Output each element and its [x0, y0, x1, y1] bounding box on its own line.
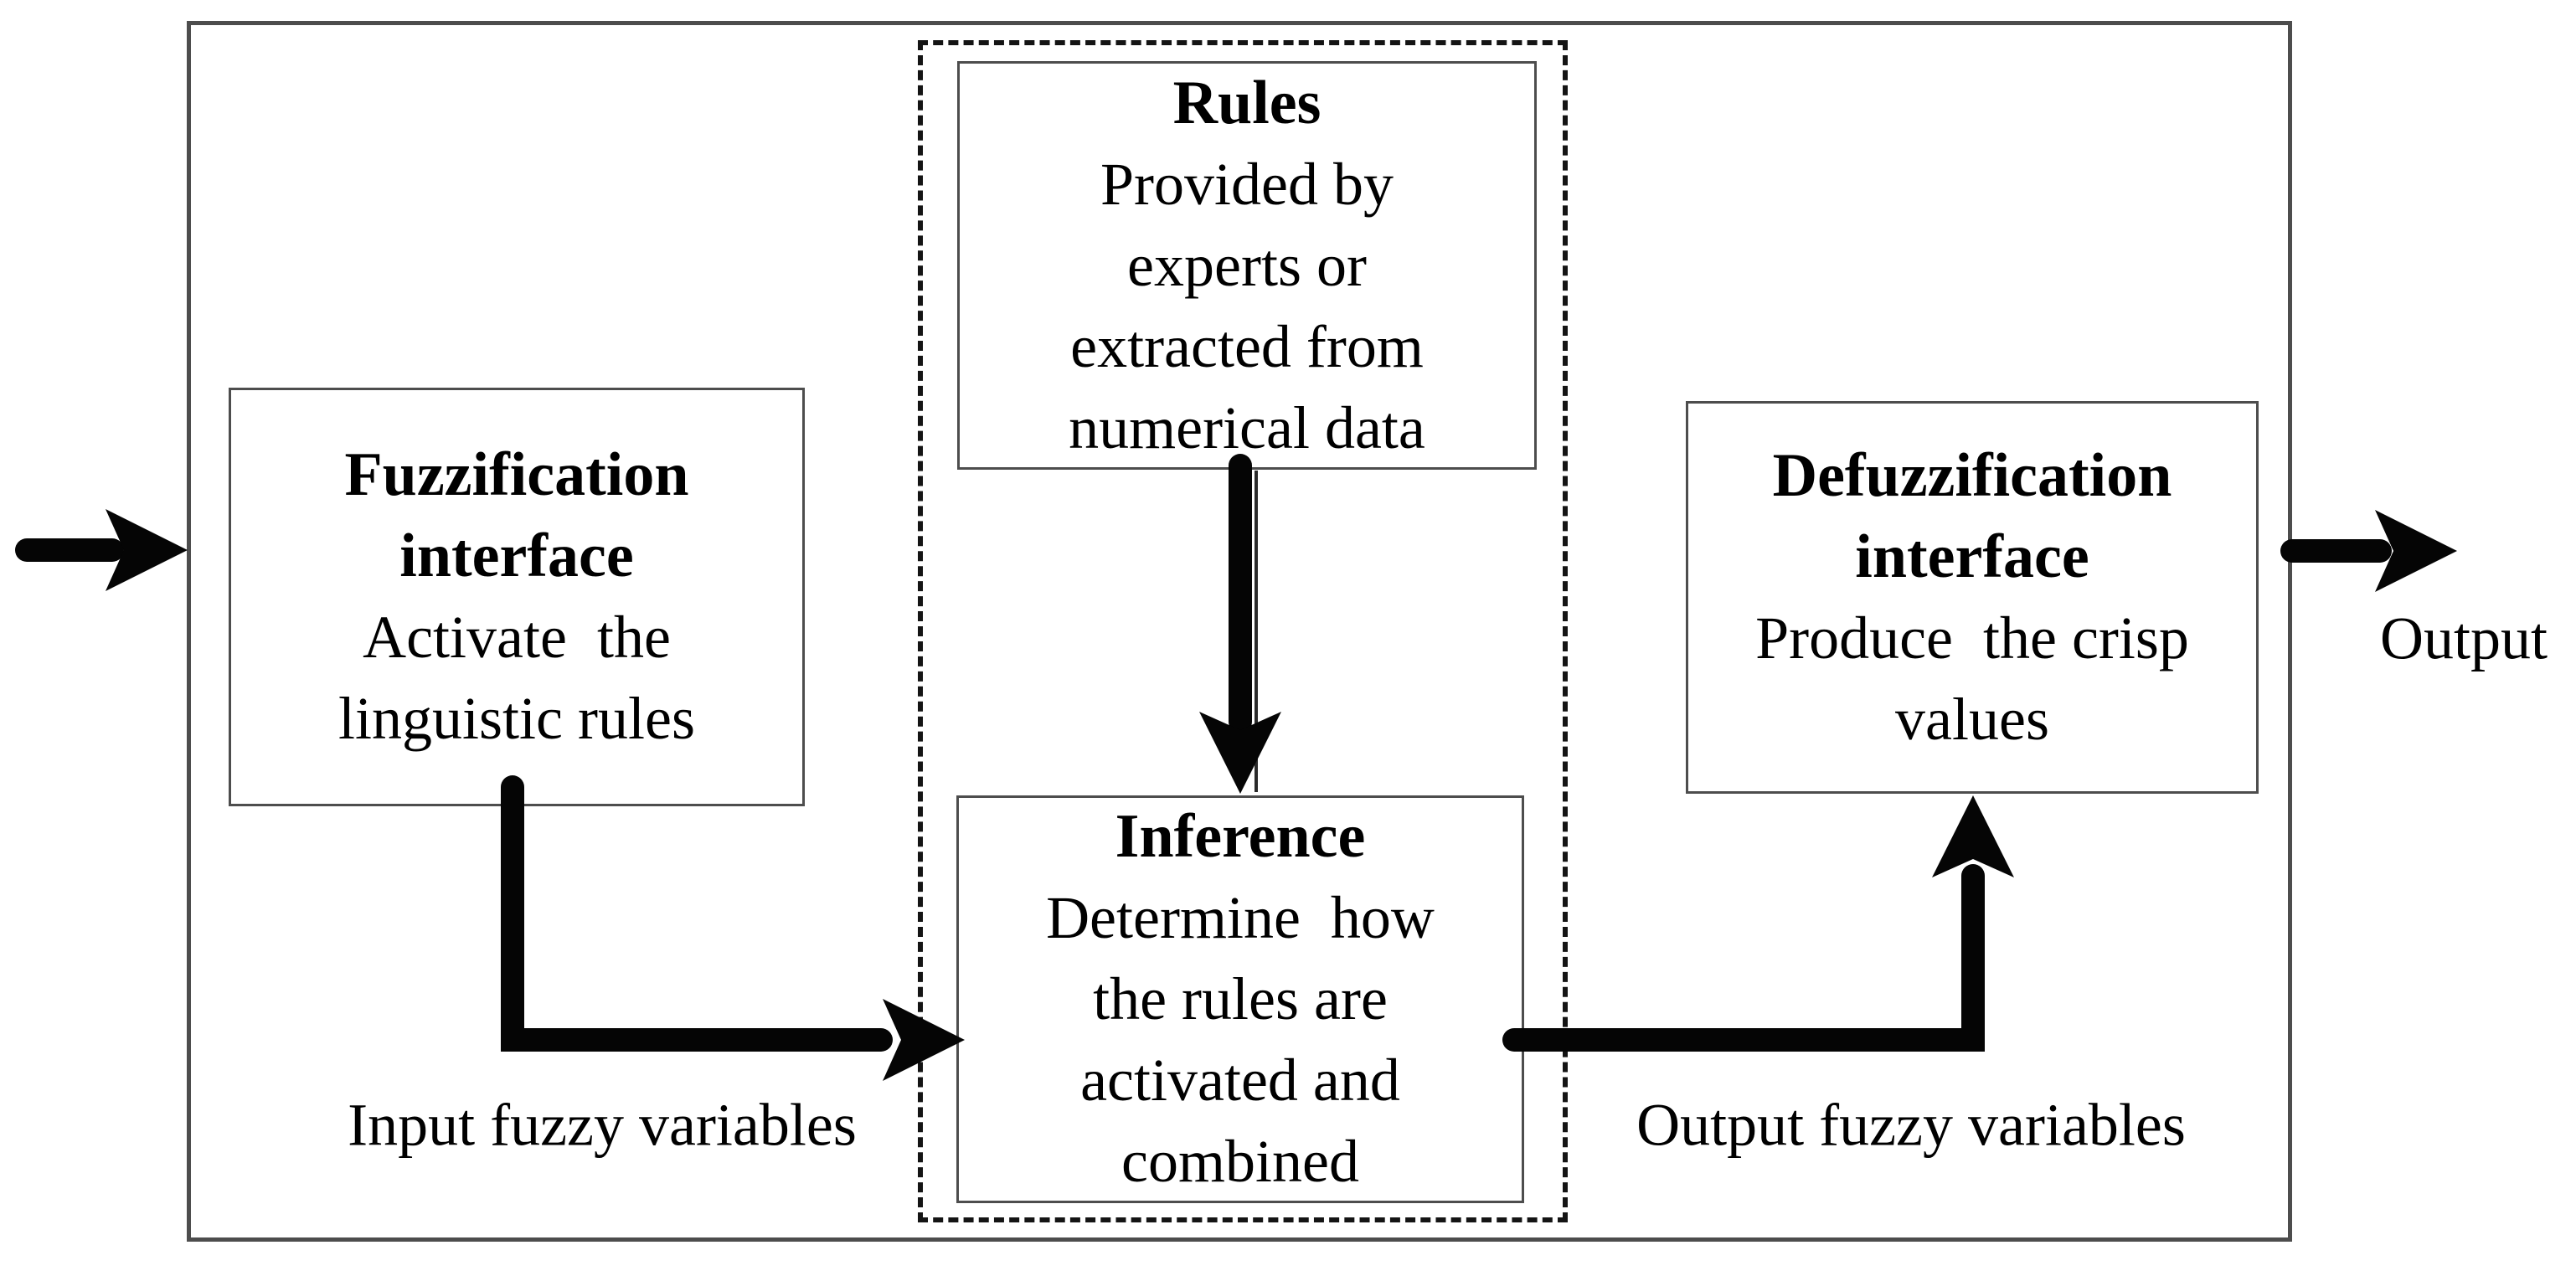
defuzzification-body-line: values: [1895, 685, 2049, 753]
defuzzification-body-line: Produce the crisp: [1755, 604, 2189, 671]
defuzzification-box: Defuzzification interface Produce the cr…: [1686, 401, 2259, 794]
fuzzification-title-line: interface: [399, 522, 634, 590]
inference-body-line: combined: [1121, 1128, 1359, 1195]
system-boundary-frame: [187, 21, 2292, 1242]
defuzzification-title-line: interface: [1855, 522, 2089, 591]
fuzzification-body-line: Activate the: [363, 604, 671, 671]
rules-body-line: numerical data: [1069, 394, 1425, 461]
rules-title-line: Rules: [1172, 68, 1321, 137]
rules-body-line: extracted from: [1070, 312, 1424, 380]
inference-to-defuzzification-arrow: [1502, 864, 1985, 1052]
fuzzification-to-inference-arrowhead: [883, 999, 965, 1081]
inference-body-line: the rules are: [1093, 965, 1388, 1032]
rules-body-line: Provided by: [1100, 150, 1394, 218]
inference-to-defuzzification-arrowhead: [1932, 795, 2014, 877]
fuzzification-box: Fuzzification interface Activate the lin…: [229, 388, 805, 806]
inference-body-line: activated and: [1080, 1047, 1400, 1114]
output-label: Output: [2379, 605, 2548, 672]
fuzzification-to-inference-arrow: [501, 775, 893, 1052]
inference-box: Inference Determine how the rules are ac…: [956, 795, 1524, 1203]
output-arrowhead: [2375, 510, 2457, 592]
input-fuzzy-variables-label: Input fuzzy variables: [348, 1091, 857, 1159]
rules-body-line: experts or: [1127, 231, 1367, 299]
rules-box: Rules Provided by experts or extracted f…: [957, 61, 1537, 470]
fuzzification-title-line: Fuzzification: [344, 440, 689, 509]
defuzzification-title-line: Defuzzification: [1772, 440, 2172, 510]
inference-title-line: Inference: [1115, 802, 1366, 871]
output-fuzzy-variables-label: Output fuzzy variables: [1636, 1091, 2186, 1159]
rule-base-dashed-frame: [918, 40, 1568, 1222]
fuzzification-body-line: linguistic rules: [338, 685, 695, 752]
input-arrowhead: [106, 509, 188, 591]
inference-body-line: Determine how: [1046, 884, 1435, 951]
rules-to-inference-arrowhead: [1199, 712, 1281, 794]
